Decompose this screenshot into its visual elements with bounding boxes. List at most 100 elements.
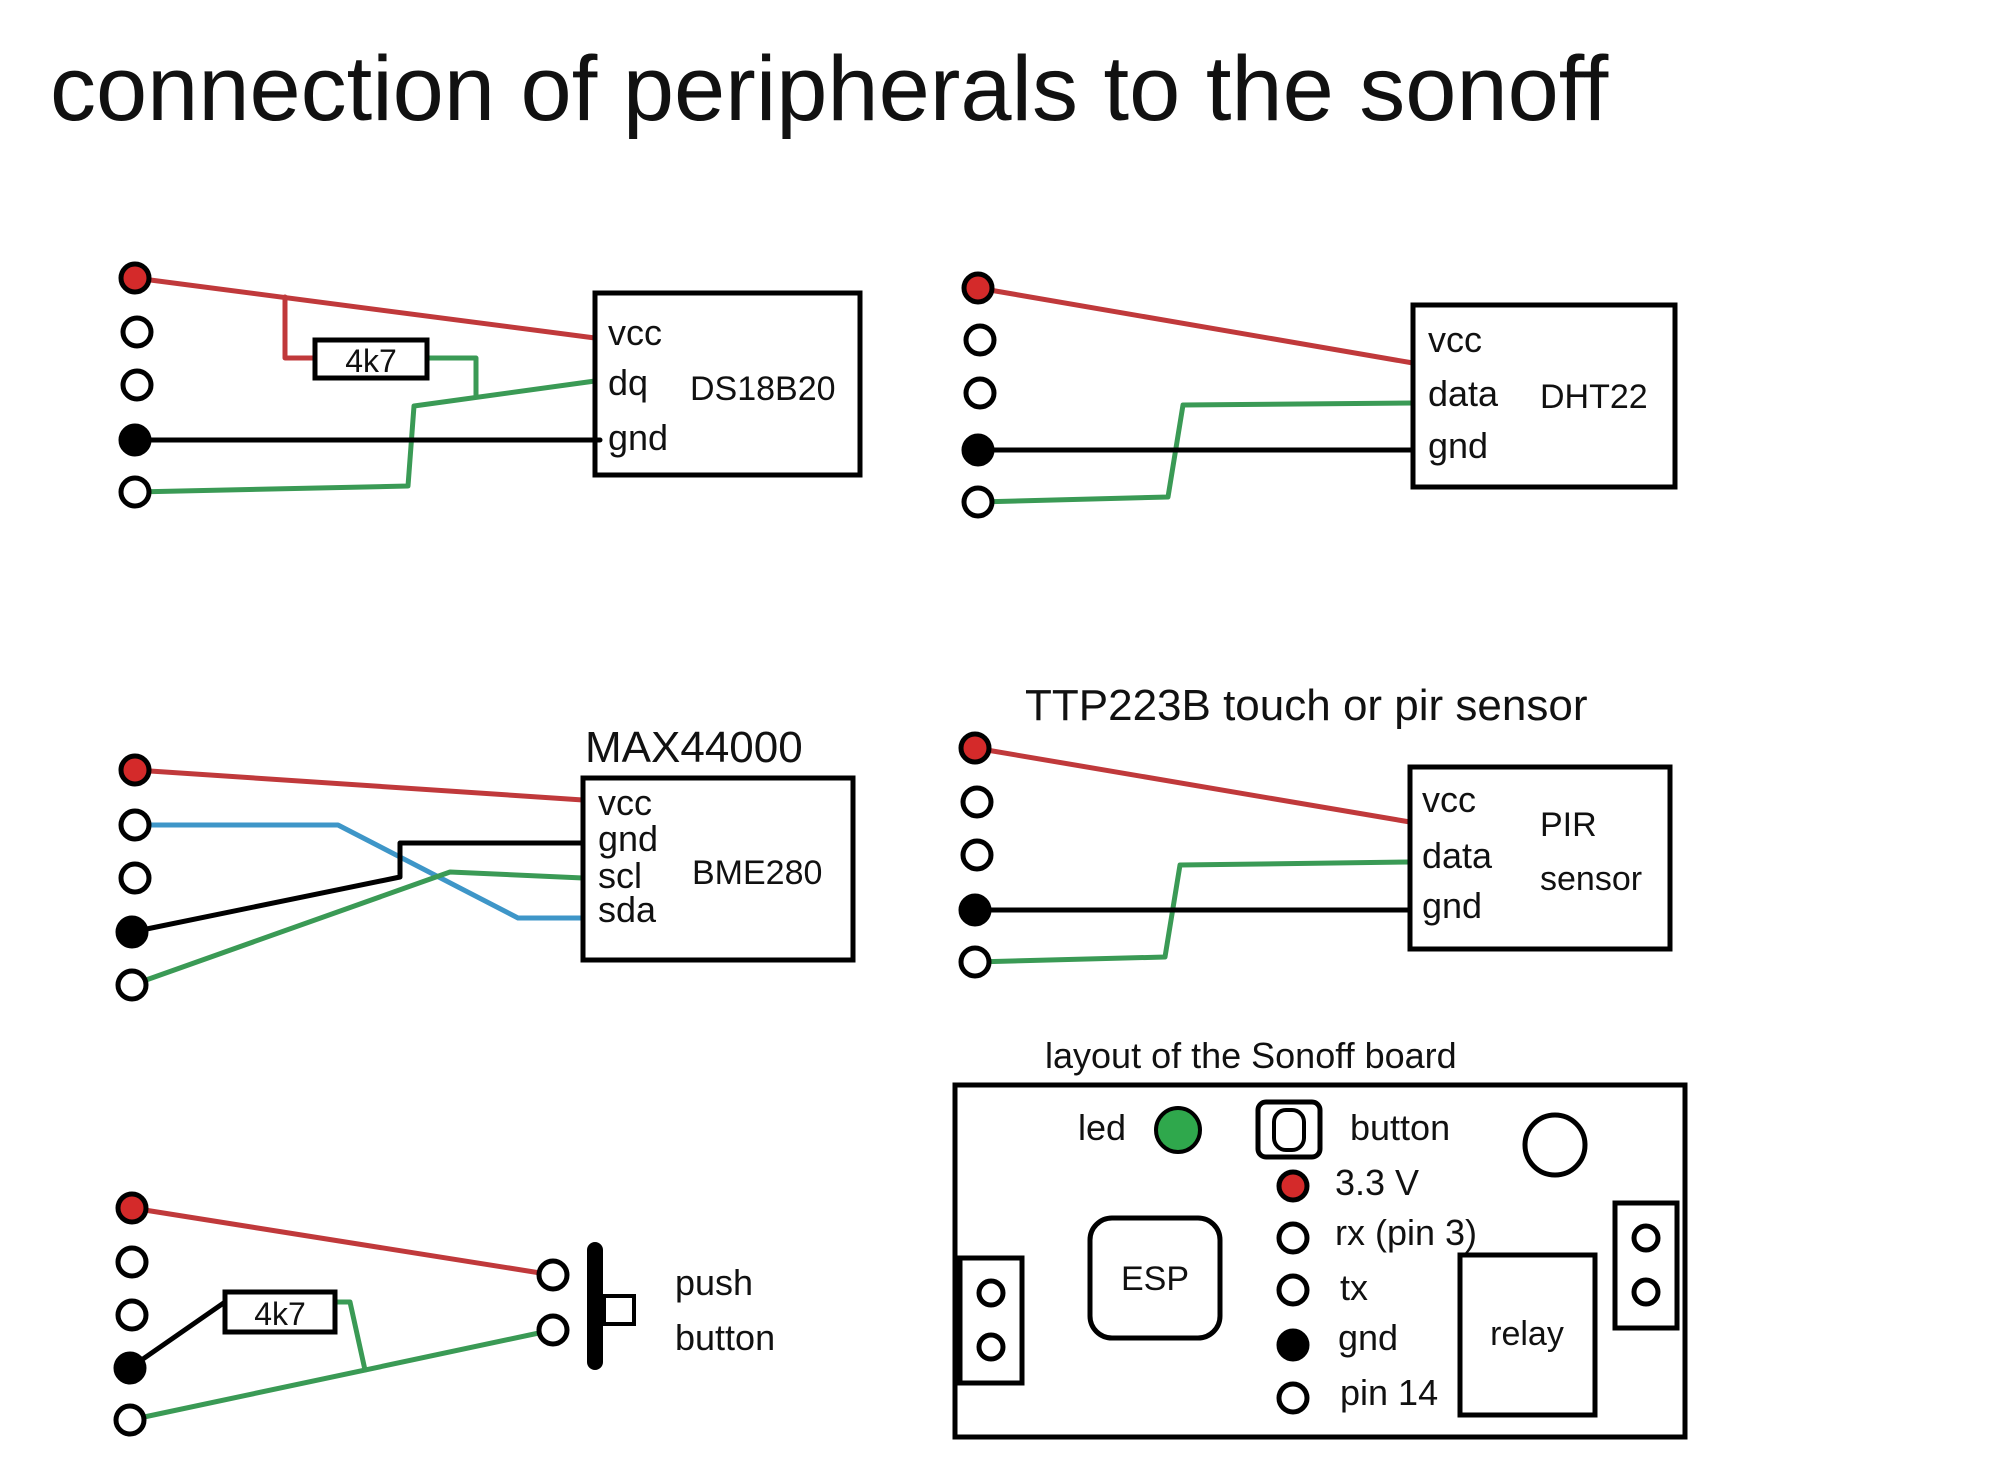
resistor-wire — [332, 1299, 368, 1373]
terminal — [115, 1298, 149, 1332]
pin-label-sda: sda — [598, 889, 657, 930]
screw-terminal-right — [1612, 1200, 1680, 1331]
pin-label-vcc: vcc — [1428, 319, 1482, 360]
resistor-4k7 — [312, 337, 430, 381]
bme280-chip — [580, 775, 856, 963]
terminal-gnd — [113, 1351, 147, 1385]
esp-label: ESP — [1121, 1260, 1189, 1298]
dht22-chip — [1410, 302, 1678, 490]
switch-contact — [536, 1258, 570, 1292]
push-button-label: push — [675, 1262, 753, 1303]
terminal-gnd — [115, 915, 149, 949]
sonoff-board-layout: layout of the Sonoff board led button ES… — [952, 1035, 1688, 1440]
resistor-label: 4k7 — [254, 1296, 306, 1332]
terminal — [120, 368, 154, 402]
terminal — [118, 861, 152, 895]
pin-label-gnd: gnd — [1422, 885, 1482, 926]
dht22-diagram: vcc data gnd DHT22 — [961, 271, 1678, 519]
relay-module — [1457, 1252, 1598, 1418]
terminal-gnd — [118, 423, 152, 457]
terminal-data — [113, 1403, 147, 1437]
terminal-gnd — [961, 433, 995, 467]
vcc-wire — [132, 767, 586, 803]
vcc-wire — [975, 285, 1416, 366]
led-label: led — [1078, 1107, 1126, 1148]
terminal-vcc — [115, 1191, 149, 1225]
terminal-data — [958, 945, 992, 979]
screw-icon — [976, 1332, 1006, 1362]
terminal-vcc — [958, 731, 992, 765]
header-pin-label: rx (pin 3) — [1335, 1212, 1477, 1253]
push-button-label: button — [675, 1317, 775, 1358]
gnd-wire — [129, 840, 586, 935]
chip-label: DHT22 — [1540, 378, 1648, 416]
pin-label-data: data — [1428, 373, 1499, 414]
screw-icon — [1631, 1223, 1661, 1253]
resistor-wire — [127, 1299, 228, 1371]
pin-label-gnd: gnd — [598, 818, 658, 859]
pin-label-scl: scl — [598, 855, 642, 896]
terminal-scl — [118, 808, 152, 842]
resistor-wire — [424, 355, 479, 398]
header-pin-3v3 — [1276, 1169, 1310, 1203]
ds18b20-chip — [592, 290, 863, 478]
resistor-4k7 — [222, 1289, 338, 1335]
terminal — [115, 1245, 149, 1279]
terminal — [120, 315, 154, 349]
chip-label: sensor — [1540, 860, 1642, 898]
pir-diagram: TTP223B touch or pir sensor vcc data gnd… — [958, 681, 1673, 979]
terminal-vcc — [118, 261, 152, 295]
pin-label-gnd: gnd — [608, 417, 668, 458]
vcc-wire — [972, 745, 1413, 825]
resistor-label: 4k7 — [345, 343, 397, 379]
terminal — [963, 323, 997, 357]
terminal — [960, 838, 994, 872]
header-pin-14 — [1276, 1381, 1310, 1415]
screw-terminal-left — [957, 1255, 1025, 1386]
terminal-vcc — [961, 271, 995, 305]
relay-label: relay — [1490, 1315, 1564, 1353]
header-pin-gnd — [1276, 1328, 1310, 1362]
ds18b20-diagram: 4k7 vcc dq gnd DS18B20 — [118, 261, 863, 509]
pin-label-dq: dq — [608, 362, 648, 403]
header-pin-label: 3.3 V — [1335, 1162, 1419, 1203]
sda-wire — [129, 869, 586, 988]
vcc-wire — [129, 1205, 556, 1278]
sensor-heading: MAX44000 — [585, 723, 803, 772]
terminal-data — [961, 485, 995, 519]
header-pin-label: tx — [1340, 1267, 1368, 1308]
sonoff-board-outline — [952, 1082, 1688, 1440]
terminal-gnd — [958, 893, 992, 927]
chip-label: BME280 — [692, 854, 822, 892]
pin-label-gnd: gnd — [1428, 425, 1488, 466]
page-title: connection of peripherals to the sonoff — [50, 38, 1609, 140]
header-pin-label: gnd — [1338, 1317, 1398, 1358]
terminal-sda — [115, 968, 149, 1002]
chip-label: DS18B20 — [690, 370, 836, 408]
header-pin-label: pin 14 — [1340, 1372, 1438, 1413]
terminal-data — [118, 475, 152, 509]
chip-label: PIR — [1540, 806, 1597, 844]
scl-wire — [132, 822, 586, 921]
terminal — [963, 376, 997, 410]
pin-label-vcc: vcc — [608, 312, 662, 353]
esp-module — [1087, 1215, 1223, 1341]
terminal-vcc — [118, 753, 152, 787]
button-icon — [1255, 1099, 1323, 1160]
pin-label-vcc: vcc — [598, 782, 652, 823]
pullup-wire — [282, 294, 318, 361]
data-wire — [132, 378, 598, 495]
screw-icon — [976, 1278, 1006, 1308]
pin-label-vcc: vcc — [1422, 779, 1476, 820]
header-pin-rx — [1276, 1221, 1310, 1255]
switch-contact — [536, 1313, 570, 1347]
data-wire — [127, 1327, 556, 1423]
bme280-diagram: MAX44000 vcc gnd scl sda BME280 — [115, 723, 856, 1002]
push-button-plunger — [602, 1294, 636, 1326]
pir-sensor-box — [1407, 764, 1673, 952]
board-heading: layout of the Sonoff board — [1045, 1035, 1457, 1076]
led-icon — [1154, 1106, 1202, 1154]
sensor-heading: TTP223B touch or pir sensor — [1025, 681, 1587, 730]
terminal — [960, 785, 994, 819]
